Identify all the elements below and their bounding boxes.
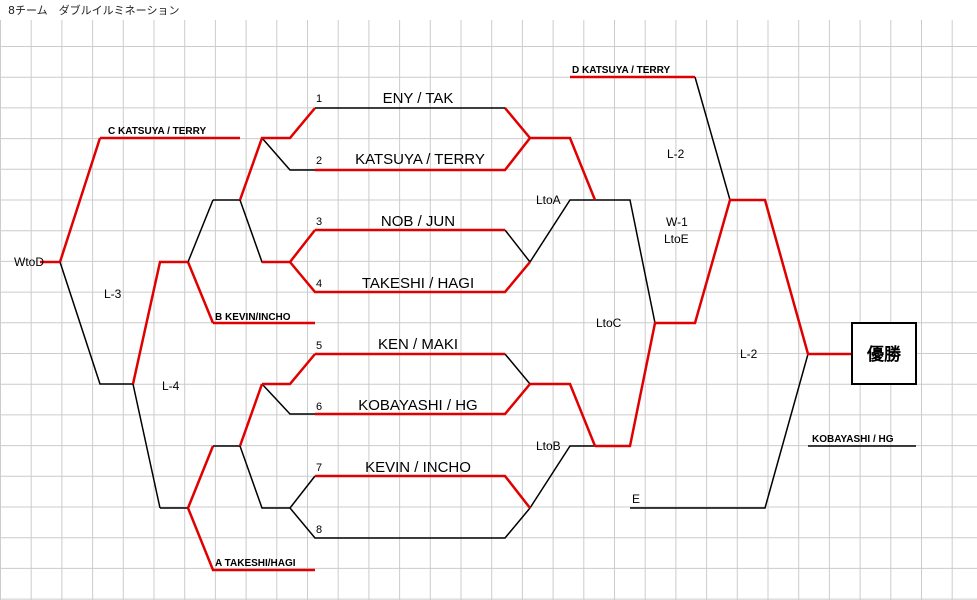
bracket-lines-loss [59,76,916,539]
team-number: 8 [316,524,322,536]
ltoc-label: LtoC [596,316,622,330]
ltoe-label: LtoE [664,232,689,246]
team-number: 4 [316,278,322,290]
slot-a-label: A TAKESHI/HAGI [215,558,296,569]
slot-e-label: E [632,492,640,506]
ltob-label: LtoB [536,439,561,453]
champion-box [851,322,917,385]
page-title: 8チーム ダブルイルミネーション [8,3,179,17]
champion-label: 優勝 [866,344,902,365]
team-name: KEN / MAKI [378,336,458,353]
team-number: 1 [316,93,322,105]
l4-label: L-4 [162,379,180,393]
l2-top-label: L-2 [667,147,685,161]
team-number: 6 [316,401,322,413]
slot-c-label: C KATSUYA / TERRY [108,126,206,137]
ltoa-label: LtoA [536,193,561,207]
l2-mid-label: L-2 [740,347,758,361]
w1-label: W-1 [666,215,688,229]
team-number: 3 [316,216,322,228]
team-number: 5 [316,340,322,352]
runner-up-label: KOBAYASHI / HG [812,434,894,445]
team-name: KEVIN / INCHO [365,459,471,476]
team-name: NOB / JUN [381,213,455,230]
l3-label: L-3 [104,287,122,301]
team-name: TAKESHI / HAGI [362,275,474,292]
team-number: 7 [316,462,322,474]
team-name: KATSUYA / TERRY [355,151,485,168]
team-name: ENY / TAK [383,90,454,107]
team-number: 2 [316,155,322,167]
team-name: KOBAYASHI / HG [358,397,477,414]
slot-d-label: D KATSUYA / TERRY [572,65,670,76]
wtod-label: WtoD [14,255,44,269]
background-grid [0,20,977,600]
slot-b-label: B KEVIN/INCHO [215,312,291,323]
bracket-lines-win [40,75,852,572]
